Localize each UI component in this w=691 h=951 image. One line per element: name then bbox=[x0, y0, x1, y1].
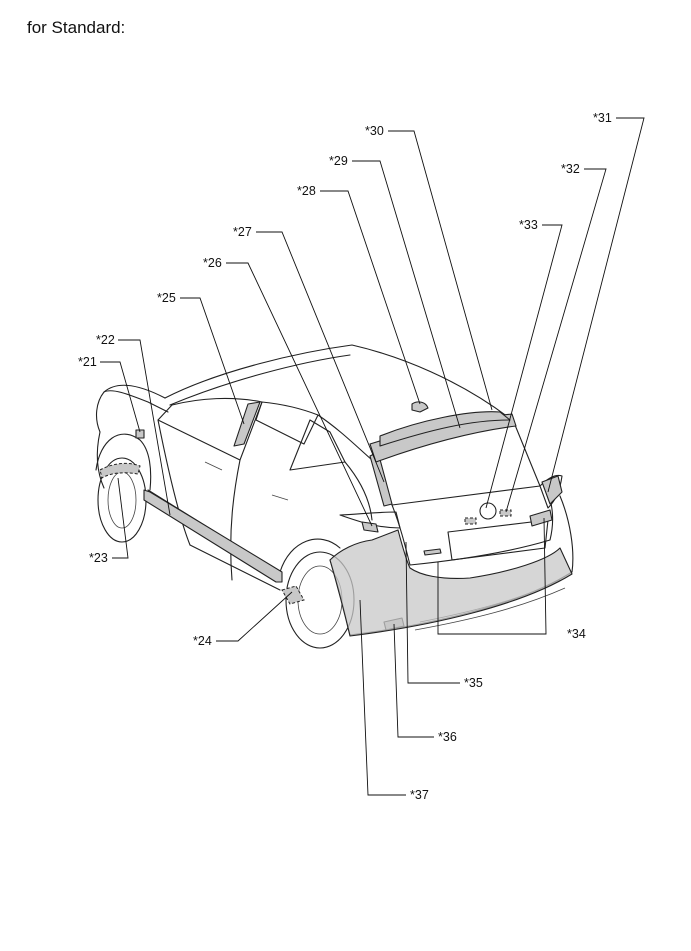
callout-27: *27 bbox=[233, 225, 252, 239]
callout-32: *32 bbox=[561, 162, 580, 176]
callout-37: *37 bbox=[410, 788, 429, 802]
part-23 bbox=[99, 462, 141, 479]
callout-22: *22 bbox=[96, 333, 115, 347]
callout-23: *23 bbox=[89, 551, 108, 565]
callout-25: *25 bbox=[157, 291, 176, 305]
part-31 bbox=[541, 475, 563, 505]
part-22 bbox=[143, 489, 283, 583]
part-21 bbox=[135, 429, 145, 439]
part-28 bbox=[411, 401, 429, 413]
part-35 bbox=[423, 548, 442, 556]
part-33 bbox=[464, 517, 477, 525]
part-24 bbox=[281, 585, 305, 605]
callout-21: *21 bbox=[78, 355, 97, 369]
callout-33: *33 bbox=[519, 218, 538, 232]
diagram-title: for Standard: bbox=[27, 18, 126, 37]
part-25 bbox=[233, 401, 261, 447]
callout-34: *34 bbox=[567, 627, 586, 641]
callout-36: *36 bbox=[438, 730, 457, 744]
callout-26: *26 bbox=[203, 256, 222, 270]
callout-28: *28 bbox=[297, 184, 316, 198]
callout-30: *30 bbox=[365, 124, 384, 138]
callout-31: *31 bbox=[593, 111, 612, 125]
highlighted-parts bbox=[99, 401, 573, 637]
callout-29: *29 bbox=[329, 154, 348, 168]
part-26 bbox=[361, 521, 379, 533]
callout-labels: *21 *22 *23 *24 *25 *26 *27 *28 *29 *30 … bbox=[78, 111, 612, 802]
callout-35: *35 bbox=[464, 676, 483, 690]
part-32 bbox=[499, 509, 512, 517]
leader-lines bbox=[100, 117, 645, 796]
part-37 bbox=[329, 529, 573, 637]
part-34 bbox=[529, 509, 553, 527]
callout-24: *24 bbox=[193, 634, 212, 648]
